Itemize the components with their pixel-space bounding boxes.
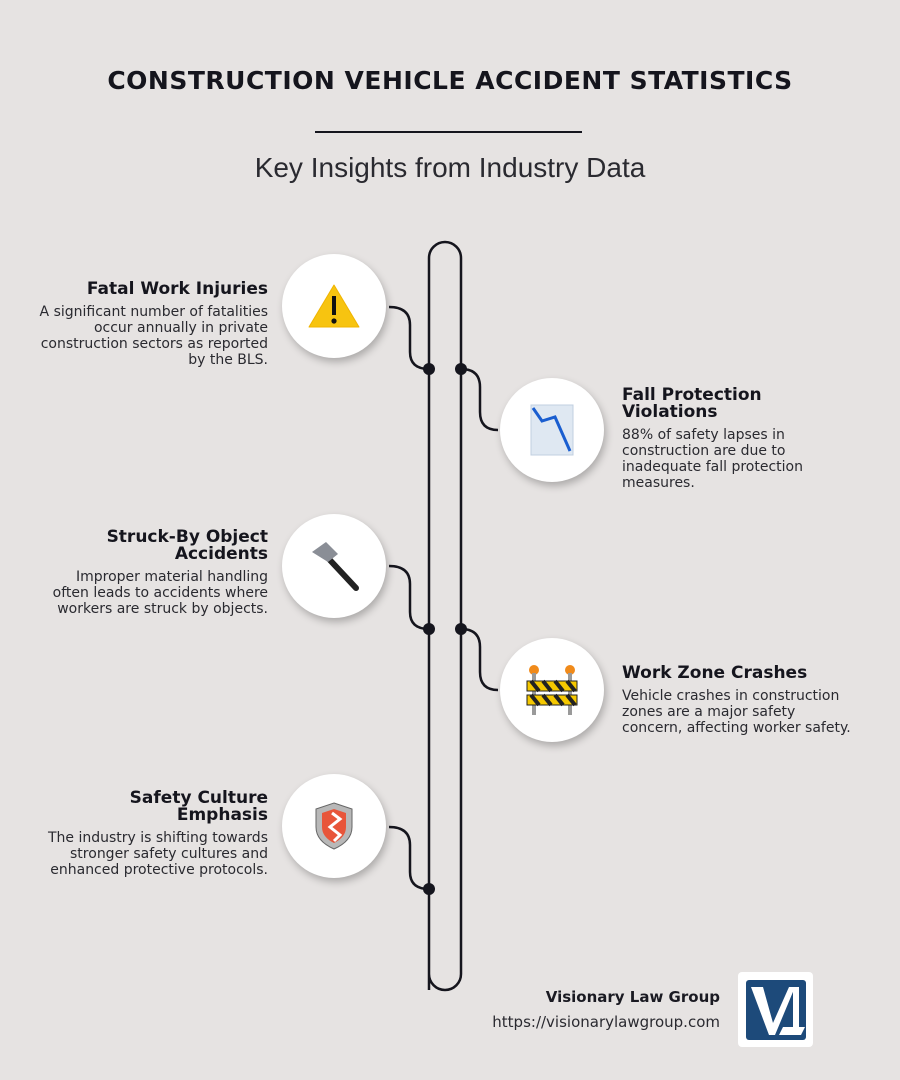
item-title: Fall Protection Violations <box>622 385 762 422</box>
barrier-icon-circle <box>500 638 604 742</box>
hammer-icon <box>312 542 359 591</box>
item-safety-culture: Safety Culture Emphasis The industry is … <box>38 788 268 879</box>
item-struck-by-object: Struck-By Object Accidents Improper mate… <box>38 527 268 618</box>
page-title: CONSTRUCTION VEHICLE ACCIDENT STATISTICS <box>107 66 793 95</box>
chart-icon-circle <box>500 378 604 482</box>
company-name: Visionary Law Group <box>545 988 720 1006</box>
shield-icon-circle <box>282 774 386 878</box>
item-text: The industry is shifting towards stronge… <box>47 830 268 878</box>
hammer-icon-circle <box>282 514 386 618</box>
item-title: Struck-By Object Accidents <box>106 527 268 564</box>
company-logo <box>738 972 813 1047</box>
item-title: Safety Culture Emphasis <box>129 788 268 825</box>
warning-icon <box>308 284 360 328</box>
title-divider <box>315 131 582 133</box>
item-text: Vehicle crashes in construction zones ar… <box>622 688 851 736</box>
item-title: Fatal Work Injuries <box>86 279 268 299</box>
shield-icon <box>315 802 353 850</box>
item-text: Improper material handling often leads t… <box>52 569 268 617</box>
item-fall-protection: Fall Protection Violations 88% of safety… <box>622 385 852 492</box>
construction-barrier-icon <box>526 665 578 715</box>
vl-logo-icon <box>745 979 806 1040</box>
item-title: Work Zone Crashes <box>622 663 808 683</box>
item-fatal-work-injuries: Fatal Work Injuries A significant number… <box>38 279 268 369</box>
item-work-zone-crashes: Work Zone Crashes Vehicle crashes in con… <box>622 663 852 737</box>
item-text: A significant number of fatalities occur… <box>39 304 268 368</box>
company-url[interactable]: https://visionarylawgroup.com <box>492 1013 720 1031</box>
page-subtitle: Key Insights from Industry Data <box>254 152 646 183</box>
item-text: 88% of safety lapses in construction are… <box>622 427 803 491</box>
warning-icon-circle <box>282 254 386 358</box>
chart-decreasing-icon <box>530 404 574 456</box>
